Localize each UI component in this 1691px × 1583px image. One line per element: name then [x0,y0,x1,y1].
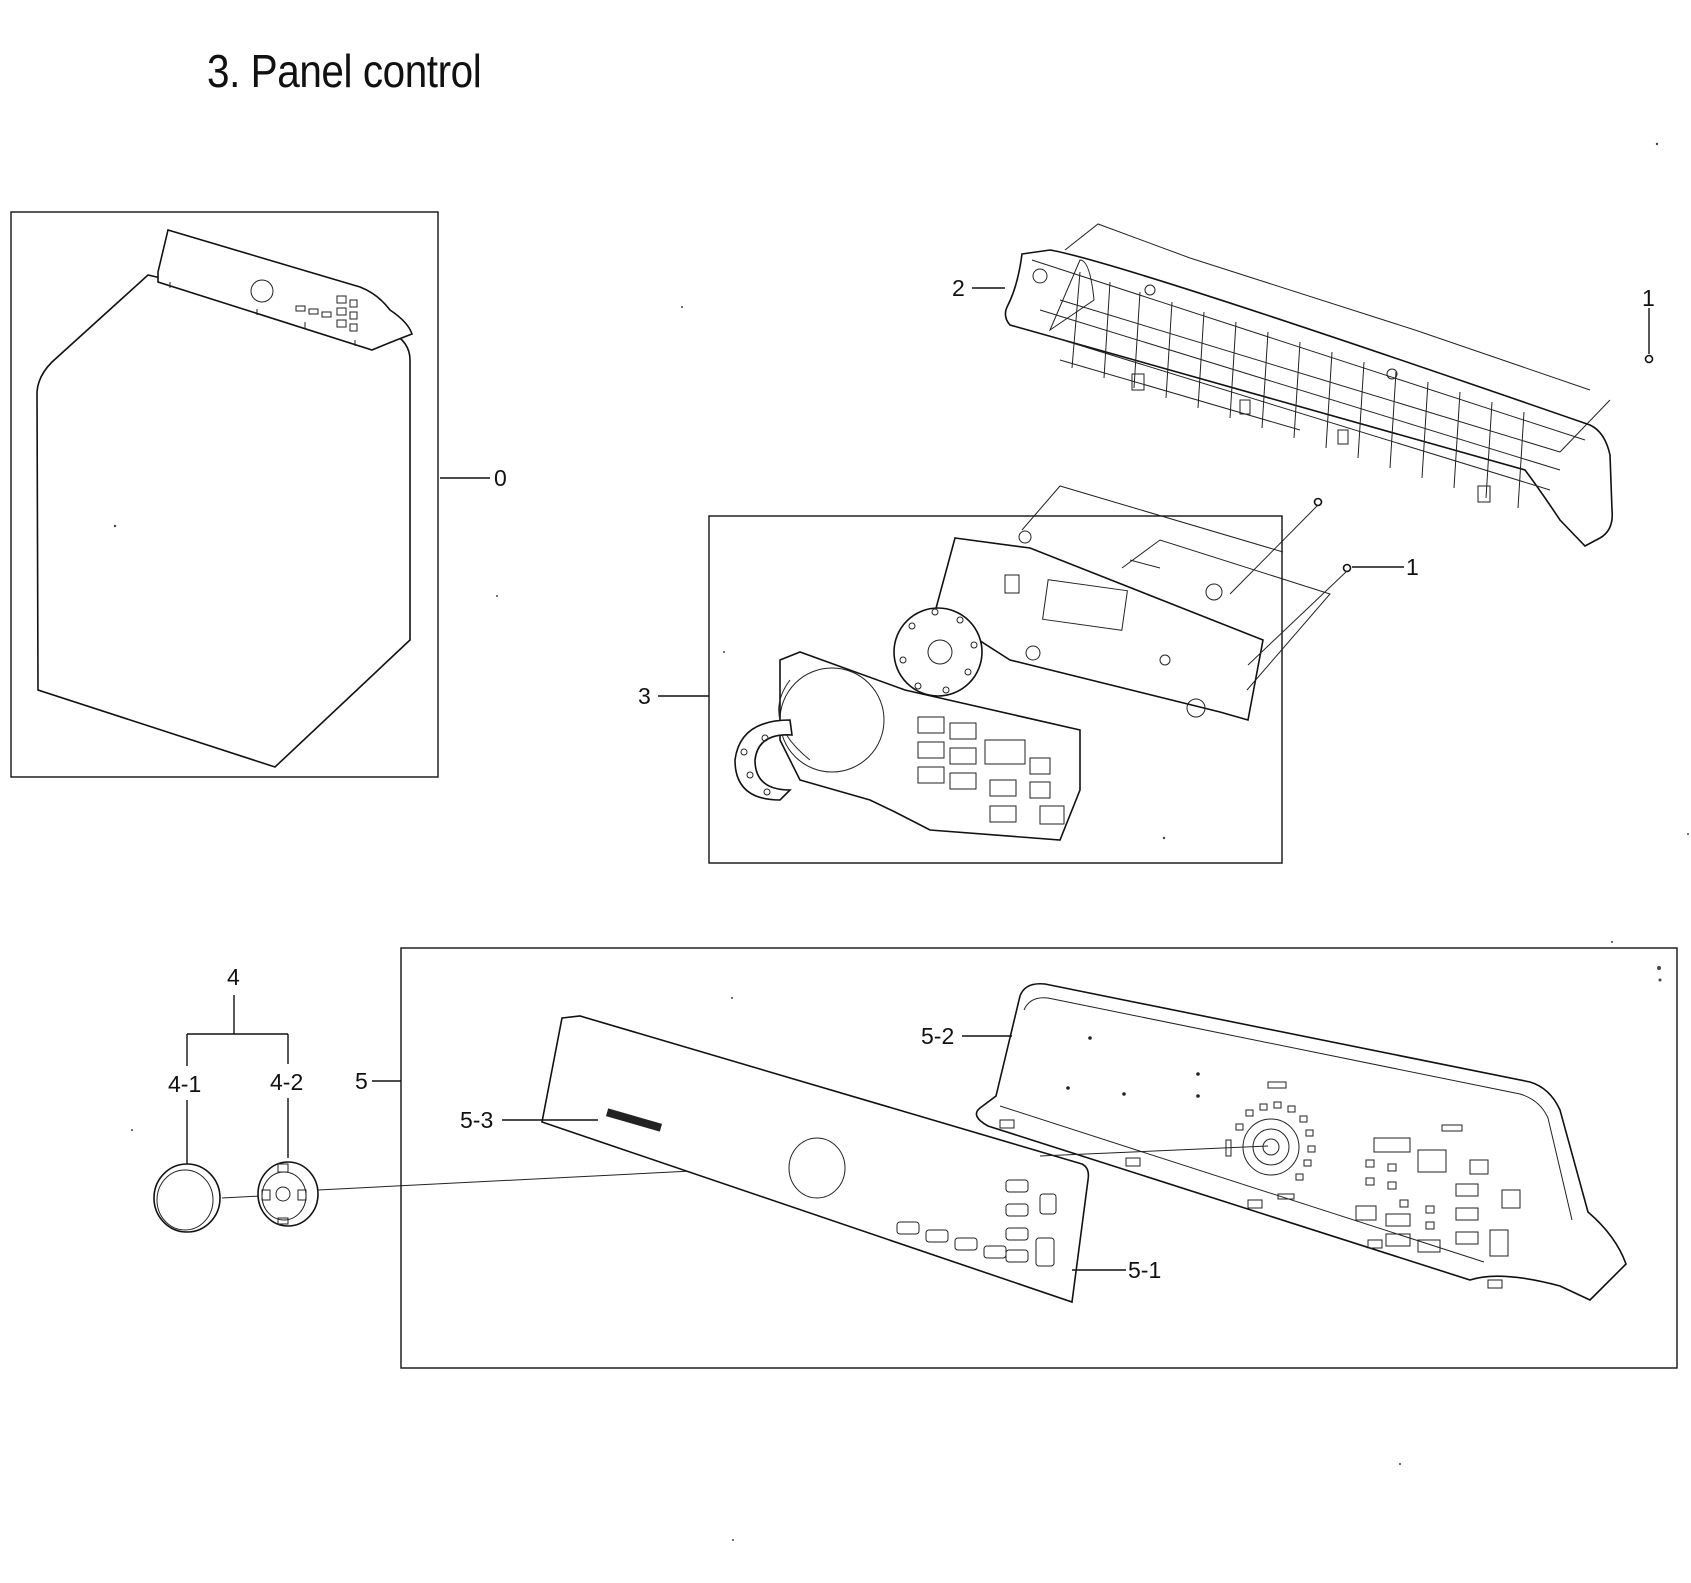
knob-base-icon [257,1161,319,1227]
callout-4-1: 4-1 [168,1071,201,1097]
part-5-frame [400,947,1678,1369]
callout-1-mid: 1 [1406,554,1419,580]
knob-cap-icon [153,1163,221,1233]
part-3-frame [708,515,1283,864]
part-5-control-panel-assembly: 5 5-1 5-3 [355,947,1678,1369]
pcb-assembly-icon [734,485,1331,841]
logo-badge-icon [605,1108,663,1132]
callout-4: 4 [227,964,240,990]
panel-housing-icon [975,982,1627,1301]
callout-4-2: 4-2 [270,1069,303,1095]
callout-0: 0 [494,465,507,491]
panel-frame-icon [1004,223,1614,547]
part-4-knob-assembly: 4 4-1 4-2 [153,964,791,1233]
part-1-screw-top: 1 [1642,285,1655,364]
screw-icon [1644,308,1654,364]
part-1-screws-mid: 1 [1229,497,1419,666]
panel-overlay-icon [541,1015,1090,1304]
callout-2: 2 [952,275,965,301]
callout-5-3: 5-3 [460,1107,493,1133]
callout-5-1: 5-1 [1128,1257,1161,1283]
callout-5: 5 [355,1068,368,1094]
part-0-washer-cabinet: 0 [10,211,507,778]
screw-icon [1229,497,1352,666]
page-title: 3. Panel control [207,45,482,97]
part-0-frame [10,211,439,778]
scan-specks [113,142,1689,1541]
washer-cabinet-icon [36,228,414,768]
callout-5-2: 5-2 [921,1023,954,1049]
part-3-pcb-assembly: 3 [638,485,1331,864]
callout-3: 3 [638,683,651,709]
callout-1-top: 1 [1642,285,1655,311]
part-2-panel-frame: 2 [952,223,1614,547]
